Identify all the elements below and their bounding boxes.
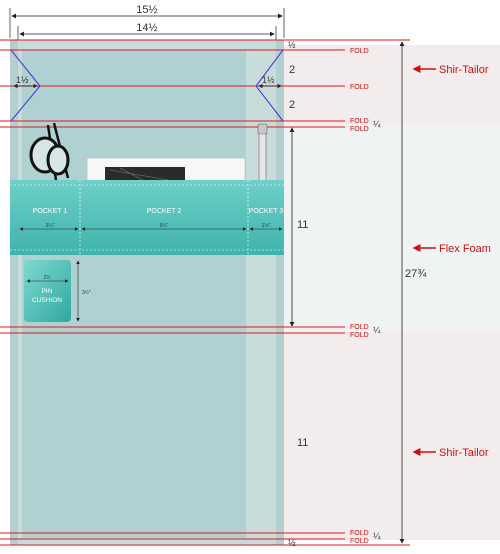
top-allowance-label: ½ <box>288 40 296 50</box>
pocket-1-width: 3¼" <box>46 223 55 229</box>
fold-lines <box>0 39 410 546</box>
segment-height-second: 2 <box>289 99 295 111</box>
quarter-label-1: ¼ <box>373 119 381 129</box>
pocket-strip <box>10 180 284 255</box>
pin-cushion-width: 2½ <box>44 274 52 281</box>
booklet-icon <box>86 157 246 185</box>
pocket-2-label: POCKET 2 <box>147 208 182 215</box>
fold-label: FOLD <box>350 84 369 91</box>
left-corner-dim: 1½ <box>16 75 29 85</box>
left-seam-allowance <box>10 40 18 545</box>
callout-shir-tailor-bottom: Shir-Tailor <box>439 447 489 459</box>
fold-label: FOLD <box>350 332 369 339</box>
quarter-label-2: ¼ <box>373 325 381 335</box>
right-corner-dim: 1½ <box>262 75 275 85</box>
fold-label: FOLD <box>350 530 369 537</box>
inner-width-label: 14½ <box>136 22 157 34</box>
total-height-label: 27¾ <box>405 268 427 280</box>
fold-label: FOLD <box>350 126 369 133</box>
pin-cushion-label-line2: CUSHION <box>32 297 62 304</box>
quarter-label-3: ¼ <box>373 531 381 541</box>
bottom-allowance-label: ½ <box>288 538 296 548</box>
pocket-3-width: 1½" <box>262 222 271 229</box>
flex-foam-band <box>284 125 500 332</box>
callout-shir-tailor-top: Shir-Tailor <box>439 64 489 76</box>
shir-tailor-bottom-band <box>284 332 500 540</box>
fold-label: FOLD <box>350 538 369 545</box>
pocket-2-width: 9¼" <box>160 223 169 229</box>
pocket-3-label: POCKET 3 <box>249 208 284 215</box>
pin-cushion <box>24 260 71 322</box>
segment-height-bottom: 11 <box>297 437 308 449</box>
callout-flex-foam: Flex Foam <box>439 243 491 255</box>
shir-tailor-top-band <box>284 45 500 125</box>
pocket-1-label: POCKET 1 <box>33 208 68 215</box>
segment-height-top: 2 <box>289 64 295 76</box>
right-seam-allowance <box>276 40 284 545</box>
segment-height-middle: 11 <box>297 219 308 231</box>
corner-miter-lines <box>10 49 284 122</box>
fold-label: FOLD <box>350 118 369 125</box>
fold-label: FOLD <box>350 48 369 55</box>
fold-label: FOLD <box>350 324 369 331</box>
eyeglasses-icon <box>29 122 70 181</box>
pin-cushion-height: 3½" <box>82 289 91 296</box>
pin-cushion-label-line1: PIN <box>42 288 53 295</box>
overall-width-label: 15½ <box>136 4 157 16</box>
